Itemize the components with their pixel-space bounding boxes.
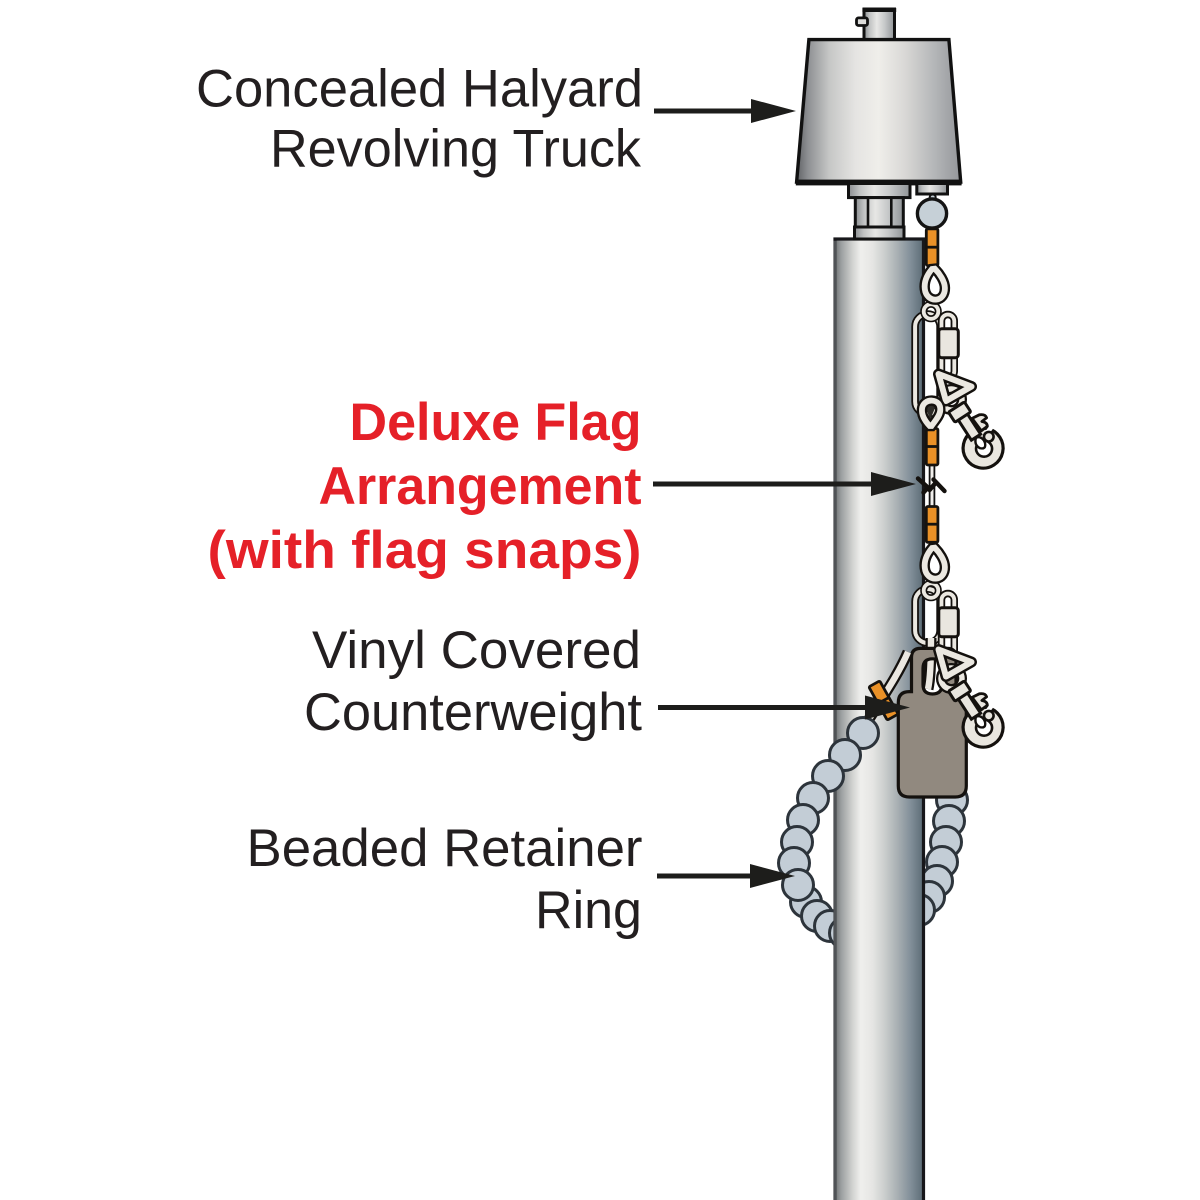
svg-text:(with flag snaps): (with flag snaps) [208, 521, 642, 580]
svg-text:Vinyl Covered: Vinyl Covered [312, 621, 641, 680]
svg-text:Ring: Ring [535, 881, 642, 940]
svg-text:Revolving Truck: Revolving Truck [270, 120, 641, 179]
svg-text:Deluxe Flag: Deluxe Flag [350, 393, 642, 452]
svg-text:Beaded Retainer: Beaded Retainer [247, 819, 643, 878]
svg-text:Concealed Halyard: Concealed Halyard [196, 60, 643, 119]
svg-text:Arrangement: Arrangement [319, 457, 642, 516]
svg-text:Counterweight: Counterweight [304, 683, 642, 742]
